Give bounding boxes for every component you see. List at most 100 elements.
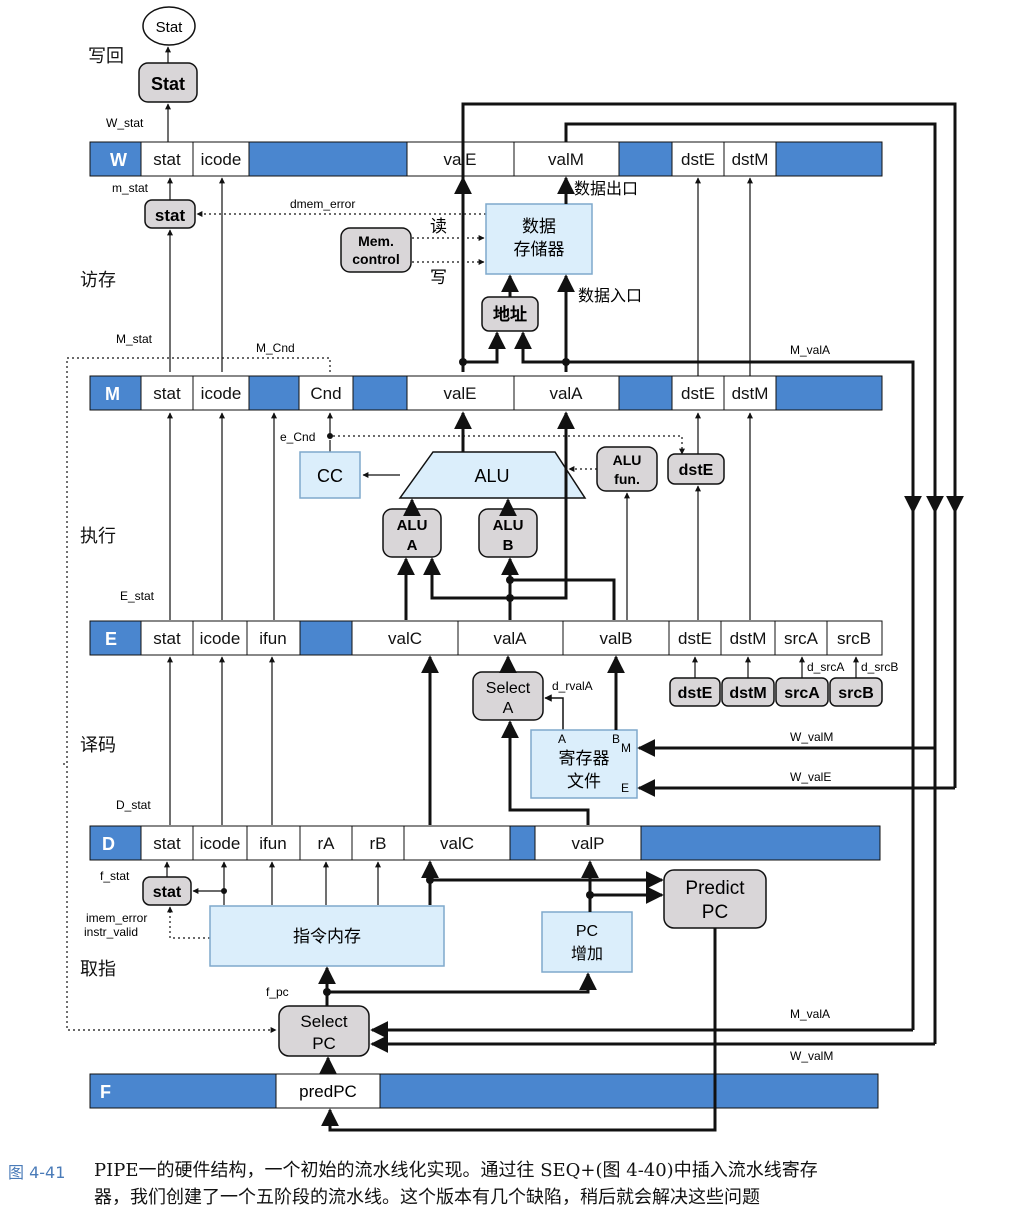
alu-fun-label-2: fun. bbox=[614, 471, 640, 487]
D-field-stat: stat bbox=[153, 834, 181, 853]
signal-W_stat: W_stat bbox=[106, 116, 144, 130]
register-file-label-1: 寄存器 bbox=[559, 749, 610, 769]
alu-label: ALU bbox=[474, 466, 509, 486]
stat-output-ellipse bbox=[142, 6, 196, 46]
E-field-dstE: dstE bbox=[678, 629, 712, 648]
stat-w-label: Stat bbox=[151, 74, 185, 94]
signal-m_stat: m_stat bbox=[112, 181, 149, 195]
select-a-label-1: Select bbox=[486, 680, 531, 697]
stage-label-decode: 译码 bbox=[80, 735, 116, 756]
data-memory-block bbox=[485, 203, 593, 275]
stage-label-writeback: 写回 bbox=[88, 46, 124, 67]
predict-pc-label-2: PC bbox=[702, 902, 728, 923]
signal-d_rvalA: d_rvalA bbox=[552, 679, 593, 693]
signal-read: 读 bbox=[430, 217, 447, 237]
pipeline-register-E: E stat icode ifun valC valA valB dstE ds… bbox=[89, 620, 883, 656]
M-field-valA: valA bbox=[549, 384, 583, 403]
M-field-dstM: dstM bbox=[732, 384, 769, 403]
select-a-label-2: A bbox=[503, 700, 514, 717]
pc-increment-block bbox=[541, 911, 633, 973]
D-field-rB: rB bbox=[370, 834, 387, 853]
stat-output-label: Stat bbox=[156, 19, 184, 36]
E-field-srcA: srcA bbox=[784, 629, 819, 648]
E-field-ifun: ifun bbox=[259, 629, 286, 648]
signal-d_srcA: d_srcA bbox=[807, 660, 844, 674]
signal-f_pc: f_pc bbox=[266, 985, 289, 999]
W-field-icode: icode bbox=[201, 150, 242, 169]
register-E-name: E bbox=[105, 629, 117, 649]
decode-dstm-label: dstM bbox=[729, 685, 766, 702]
signal-write: 写 bbox=[430, 268, 447, 288]
signal-E_stat: E_stat bbox=[120, 589, 155, 603]
register-port-A: A bbox=[558, 732, 566, 746]
M-field-dstE: dstE bbox=[681, 384, 715, 403]
decode-dste-label: dstE bbox=[678, 685, 713, 702]
figure-caption: 图 4-41 PIPE一的硬件结构，一个初始的流水线化实现。通过往 SEQ+(图… bbox=[0, 1152, 1036, 1212]
instruction-memory-block bbox=[209, 905, 445, 967]
register-D-name: D bbox=[102, 834, 115, 854]
signal-W_valE-reg: W_valE bbox=[790, 770, 831, 784]
stage-label-memory: 访存 bbox=[80, 270, 116, 291]
mem-control-label-1: Mem. bbox=[358, 233, 394, 249]
register-port-M: M bbox=[621, 741, 631, 755]
alu-fun-label-1: ALU bbox=[613, 452, 642, 468]
M-field-valE: valE bbox=[443, 384, 476, 403]
signal-M_Cnd: M_Cnd bbox=[256, 341, 295, 355]
E-field-dstM: dstM bbox=[730, 629, 767, 648]
dste-execute-block bbox=[667, 453, 725, 485]
D-field-rA: rA bbox=[318, 834, 336, 853]
alu-a-label-1: ALU bbox=[397, 517, 428, 534]
D-field-icode: icode bbox=[200, 834, 241, 853]
signal-data-out: 数据出口 bbox=[574, 179, 638, 198]
pipeline-register-M: M stat icode Cnd valE valA dstE dstM bbox=[89, 375, 883, 411]
select-pc-label-2: PC bbox=[312, 1034, 336, 1053]
E-field-valA: valA bbox=[493, 629, 527, 648]
register-F-name: F bbox=[100, 1082, 111, 1102]
E-field-srcB: srcB bbox=[837, 629, 871, 648]
pc-increment-label-2: 增加 bbox=[571, 944, 603, 963]
caption-figure-label: 图 4-41 bbox=[8, 1163, 66, 1182]
D-field-valC: valC bbox=[440, 834, 474, 853]
predict-pc-label-1: Predict bbox=[685, 878, 745, 899]
pipeline-register-F: F predPC bbox=[89, 1073, 879, 1109]
pipeline-register-D: D stat icode ifun rA rB valC valP bbox=[89, 825, 881, 861]
mem-control-label-2: control bbox=[352, 251, 399, 267]
W-field-stat: stat bbox=[153, 150, 181, 169]
alu-b-label-1: ALU bbox=[493, 517, 524, 534]
select-pc-label-1: Select bbox=[300, 1012, 348, 1031]
signal-instr_valid: instr_valid bbox=[84, 925, 138, 939]
M-field-Cnd: Cnd bbox=[310, 384, 341, 403]
pipe-hardware-diagram: 写回 访存 执行 译码 取指 Stat Stat W_stat W stat i… bbox=[63, 6, 964, 1132]
signal-imem_error: imem_error bbox=[86, 911, 147, 925]
signal-dmem_error: dmem_error bbox=[290, 197, 355, 211]
signal-D_stat: D_stat bbox=[116, 798, 151, 812]
pipeline-register-W: W stat icode valE valM dstE dstM bbox=[89, 141, 883, 177]
alu-block bbox=[398, 451, 587, 499]
E-field-valC: valC bbox=[388, 629, 422, 648]
stage-label-fetch: 取指 bbox=[80, 959, 116, 980]
select-pc-block bbox=[278, 1005, 370, 1057]
caption-line-2: 器，我们创建了一个五阶段的流水线。这个版本有几个缺陷，稍后就会解决这些问题 bbox=[94, 1187, 760, 1208]
signal-W_valM-reg: W_valM bbox=[790, 730, 833, 744]
signal-e_Cnd: e_Cnd bbox=[280, 430, 315, 444]
D-field-valP: valP bbox=[571, 834, 604, 853]
M-field-icode: icode bbox=[201, 384, 242, 403]
signal-f_stat: f_stat bbox=[100, 869, 130, 883]
W-field-valE: valE bbox=[443, 150, 476, 169]
register-port-E: E bbox=[621, 781, 629, 795]
F-field-predPC: predPC bbox=[299, 1082, 357, 1101]
data-memory-label-2: 存储器 bbox=[514, 240, 565, 260]
mem-control-block bbox=[340, 227, 412, 273]
signal-M_valA-sel: M_valA bbox=[790, 1007, 830, 1021]
data-memory-label-1: 数据 bbox=[522, 217, 556, 237]
signal-W_valM-sel: W_valM bbox=[790, 1049, 833, 1063]
D-field-ifun: ifun bbox=[259, 834, 286, 853]
signal-M_stat: M_stat bbox=[116, 332, 153, 346]
register-file-block bbox=[530, 729, 638, 799]
instruction-memory-label: 指令内存 bbox=[293, 927, 361, 947]
cc-block bbox=[299, 451, 361, 499]
caption-line-1: PIPE一的硬件结构，一个初始的流水线化实现。通过往 SEQ+(图 4-40)中… bbox=[94, 1160, 818, 1181]
M-field-stat: stat bbox=[153, 384, 181, 403]
alu-b-label-2: B bbox=[503, 537, 514, 554]
stat-m-label: stat bbox=[155, 206, 186, 225]
